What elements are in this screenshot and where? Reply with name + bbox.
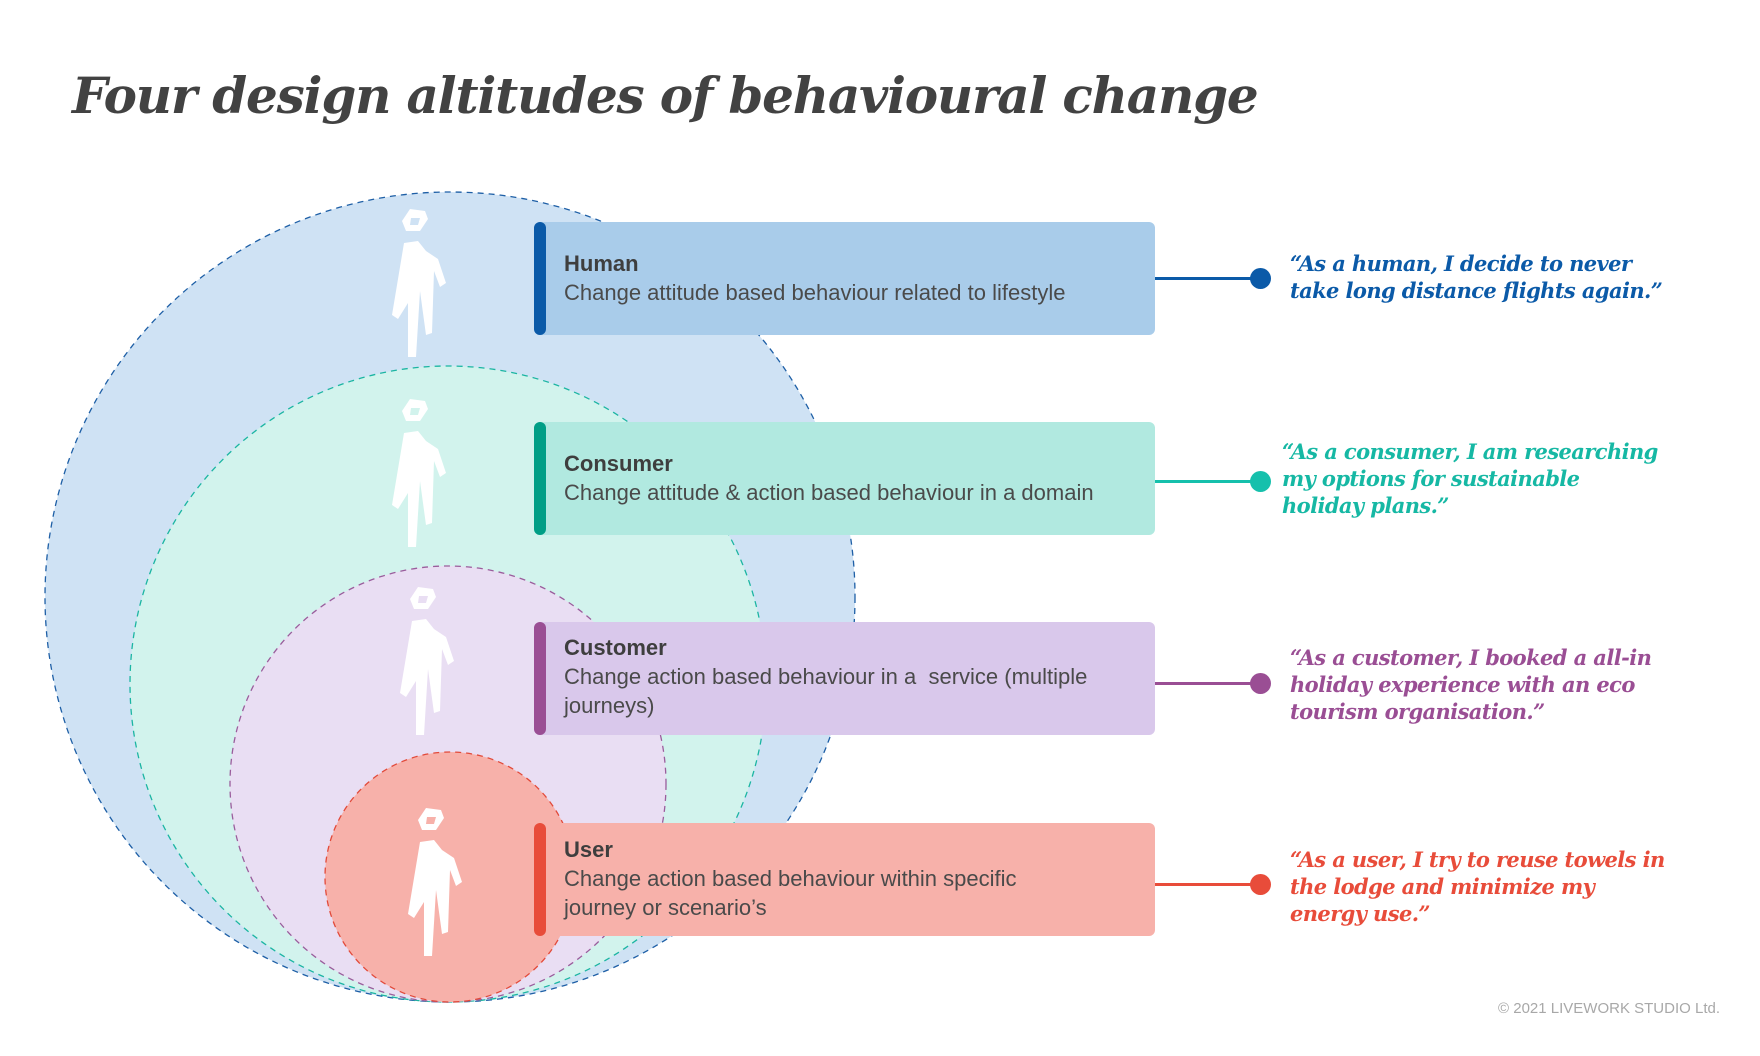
user-connector-dot [1250, 874, 1271, 895]
quote-line: energy use.” [1290, 901, 1431, 926]
quote-line: take long distance flights again.” [1290, 278, 1663, 303]
quote-line: the lodge and minimize my [1290, 874, 1595, 899]
copyright-notice: © 2021 LIVEWORK STUDIO Ltd. [1498, 1000, 1720, 1017]
description-line: Change action based behaviour in a servi… [564, 664, 1088, 689]
altitude-description: Change action based behaviour in a servi… [564, 662, 1155, 720]
customer-connector-line [1155, 682, 1259, 685]
description-line: journey or scenario’s [564, 895, 767, 920]
customer-connector-dot [1250, 673, 1271, 694]
consumer-accent-bar [534, 422, 546, 535]
quote-line: “As a consumer, I am researching [1282, 439, 1658, 464]
consumer-quote: “As a consumer, I am researching my opti… [1282, 438, 1658, 519]
human-accent-bar [534, 222, 546, 335]
customer-accent-bar [534, 622, 546, 735]
page-title: Four design altitudes of behavioural cha… [72, 66, 1259, 125]
consumer-connector-line [1155, 480, 1259, 483]
altitude-name: Customer [564, 635, 667, 660]
altitude-name: Consumer [564, 451, 673, 476]
customer-quote: “As a customer, I booked a all-in holida… [1290, 644, 1652, 725]
quote-line: “As a human, I decide to never [1290, 251, 1632, 276]
altitude-box-consumer: Consumer Change attitude & action based … [534, 422, 1155, 535]
description-line: Change action based behaviour within spe… [564, 866, 1017, 891]
altitude-description: Change attitude based behaviour related … [564, 280, 1066, 305]
quote-line: my options for sustainable [1282, 466, 1580, 491]
user-accent-bar [534, 823, 546, 936]
consumer-connector-dot [1250, 471, 1271, 492]
quote-line: “As a customer, I booked a all-in [1290, 645, 1652, 670]
altitude-description: Change action based behaviour within spe… [564, 864, 1155, 922]
quote-line: holiday plans.” [1282, 493, 1449, 518]
user-connector-line [1155, 883, 1259, 886]
quote-line: “As a user, I try to reuse towels in [1290, 847, 1665, 872]
human-connector-line [1155, 277, 1259, 280]
human-connector-dot [1250, 268, 1271, 289]
quote-line: tourism organisation.” [1290, 699, 1545, 724]
altitude-box-user: User Change action based behaviour withi… [534, 823, 1155, 936]
altitude-name: Human [564, 251, 639, 276]
description-line: journeys) [564, 693, 655, 718]
user-quote: “As a user, I try to reuse towels in the… [1290, 846, 1665, 927]
altitude-name: User [564, 837, 613, 862]
altitude-description: Change attitude & action based behaviour… [564, 480, 1094, 505]
altitude-box-human: Human Change attitude based behaviour re… [534, 222, 1155, 335]
quote-line: holiday experience with an eco [1290, 672, 1635, 697]
human-quote: “As a human, I decide to never take long… [1290, 250, 1663, 304]
altitude-box-customer: Customer Change action based behaviour i… [534, 622, 1155, 735]
